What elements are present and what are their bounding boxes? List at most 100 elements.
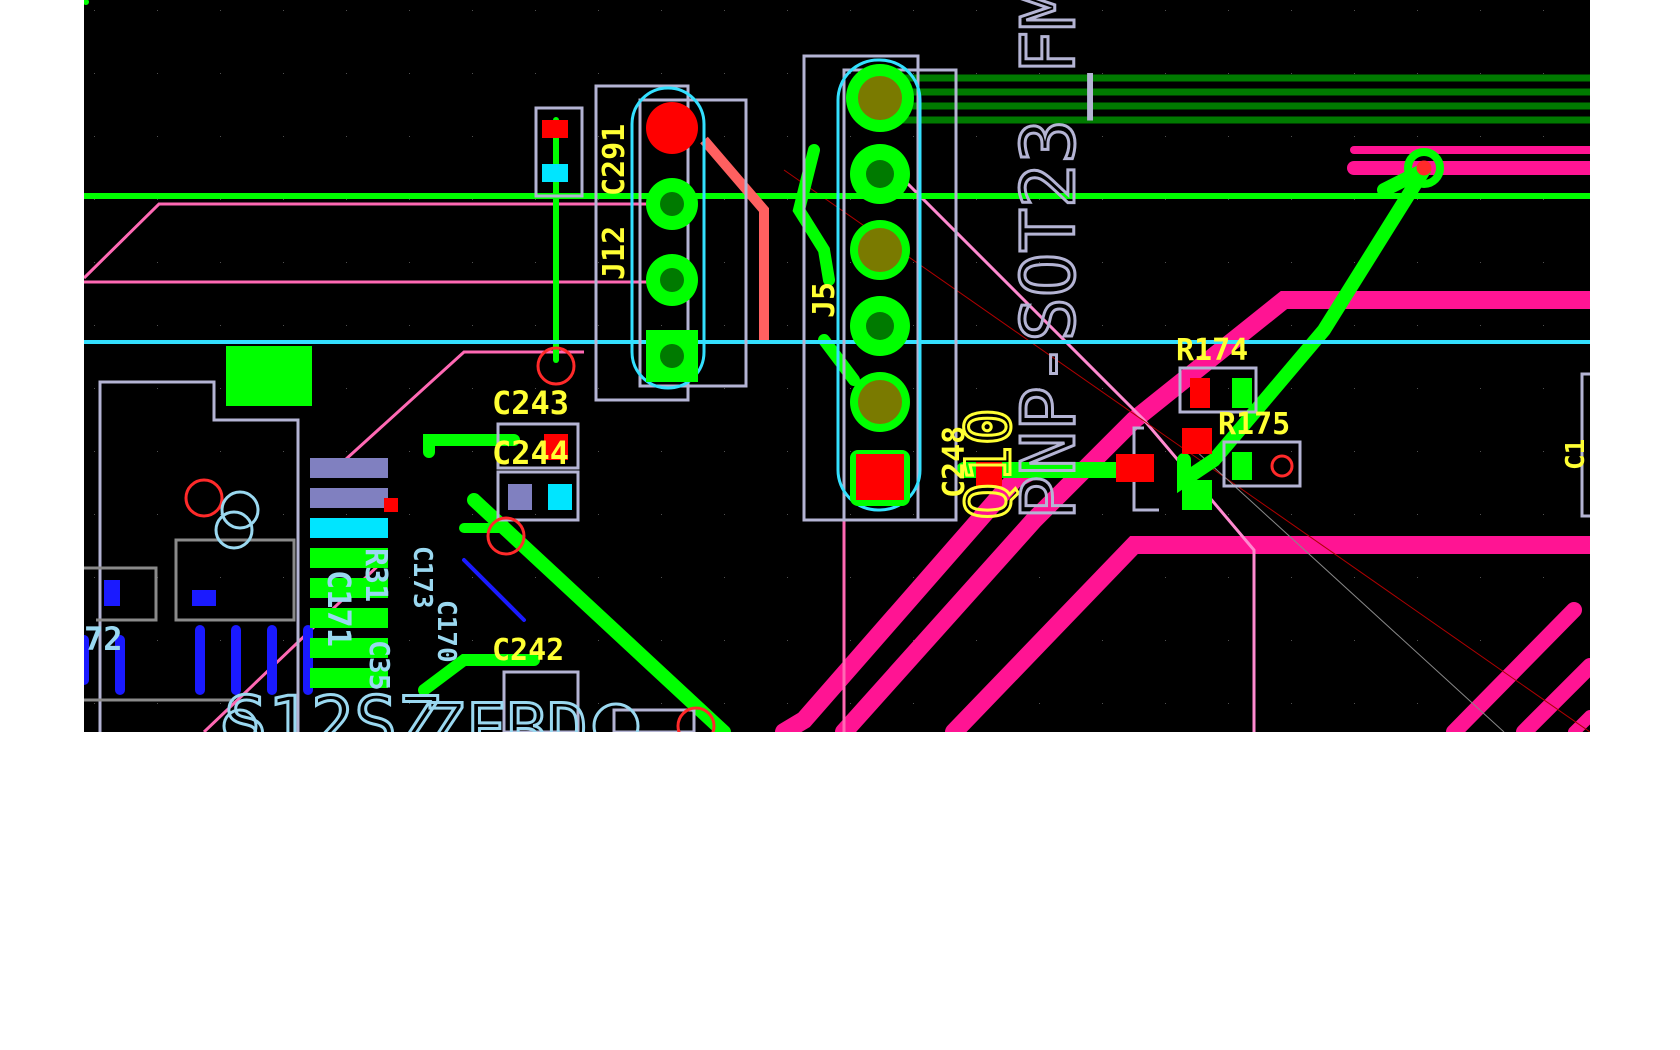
grid-dot: [1354, 451, 1355, 452]
j5-connector: [836, 58, 922, 512]
bottom-silk-outlines: [84, 538, 296, 702]
label-footprint: PNP-SOT23_FMM: [1006, 0, 1092, 520]
red-trace: [700, 136, 769, 340]
label-c170: C170: [431, 600, 461, 663]
grid-dot: [535, 451, 536, 452]
label-c244: C244: [492, 434, 569, 472]
grid-dot: [1165, 577, 1166, 578]
grid-dot: [913, 10, 914, 11]
grid-dot: [913, 577, 914, 578]
grid-dot: [787, 703, 788, 704]
grid-dot: [661, 10, 662, 11]
grid-dot: [1480, 136, 1481, 137]
label-c35: C35: [363, 640, 396, 691]
grid-dot: [850, 73, 851, 74]
label-j5: J5: [807, 282, 842, 318]
grid-dot: [598, 325, 599, 326]
grid-dot: [1228, 577, 1229, 578]
grid-dot: [1354, 10, 1355, 11]
grid-dot: [472, 262, 473, 263]
grid-dot: [472, 136, 473, 137]
grid-dot: [1165, 73, 1166, 74]
grid-dot: [1417, 451, 1418, 452]
grid-dot: [220, 640, 221, 641]
grid-dot: [850, 703, 851, 704]
grid-dot: [913, 136, 914, 137]
label-c173: C173: [407, 546, 437, 609]
grid-dot: [220, 73, 221, 74]
grid-dot: [409, 640, 410, 641]
empty-workspace: [0, 732, 1680, 1050]
grid-dot: [409, 199, 410, 200]
grid-dot: [346, 451, 347, 452]
grid-dot: [94, 10, 95, 11]
grid-dot: [1354, 514, 1355, 515]
grid-dot: [1417, 388, 1418, 389]
grid-dot: [913, 514, 914, 515]
grid-dot: [1039, 388, 1040, 389]
grid-dot: [1165, 451, 1166, 452]
grid-dot: [409, 73, 410, 74]
grid-dot: [1102, 388, 1103, 389]
grid-dot: [661, 73, 662, 74]
grid-dot: [1354, 640, 1355, 641]
ref-labels: C291 J12 J5 C243 C244 C242 C248 R174 R17…: [492, 124, 1590, 668]
label-r175: R175: [1218, 407, 1290, 442]
grid-dot: [850, 577, 851, 578]
grid-dot: [1354, 199, 1355, 200]
label-c243: C243: [492, 384, 569, 422]
grid-dot: [283, 577, 284, 578]
grid-dot: [220, 262, 221, 263]
grid-dot: [157, 388, 158, 389]
grid-dot: [220, 514, 221, 515]
grid-dot: [1417, 577, 1418, 578]
grid-dot: [787, 73, 788, 74]
grid-dot: [724, 640, 725, 641]
grid-dot: [661, 640, 662, 641]
grid-dot: [94, 199, 95, 200]
grid-dot: [283, 640, 284, 641]
blue-layer-traces: [84, 558, 526, 695]
grid-dot: [976, 640, 977, 641]
grid-dots: [94, 10, 1544, 704]
grid-dot: [787, 262, 788, 263]
grid-dot: [1228, 73, 1229, 74]
grid-dot: [409, 388, 410, 389]
grid-dot: [1354, 325, 1355, 326]
grid-dot: [157, 199, 158, 200]
top-copper-traces: [84, 117, 1590, 732]
grid-dot: [913, 325, 914, 326]
grid-dot: [1354, 577, 1355, 578]
grid-dot: [535, 514, 536, 515]
grid-dot: [346, 136, 347, 137]
label-j12: J12: [597, 226, 632, 280]
grid-dot: [220, 136, 221, 137]
grid-dot: [1039, 703, 1040, 704]
bottom-vias: [214, 490, 640, 732]
grid-dot: [1480, 199, 1481, 200]
label-r31: R31: [358, 548, 393, 602]
grid-dot: [94, 262, 95, 263]
grid-dot: [220, 325, 221, 326]
grid-dot: [283, 10, 284, 11]
pcb-drawing[interactable]: C291 J12 J5 C243 C244 C242 C248 R174 R17…: [84, 0, 1590, 732]
pcb-layout-canvas[interactable]: C291 J12 J5 C243 C244 C242 C248 R174 R17…: [84, 0, 1590, 732]
grid-dot: [1102, 199, 1103, 200]
grid-dot: [850, 199, 851, 200]
dark-copper-bus: [874, 74, 1590, 124]
grid-dot: [598, 640, 599, 641]
grid-dot: [976, 451, 977, 452]
grid-dot: [283, 703, 284, 704]
grid-dot: [913, 199, 914, 200]
grid-dot: [472, 640, 473, 641]
grid-dot: [787, 136, 788, 137]
grid-dot: [661, 703, 662, 704]
grid-dot: [787, 388, 788, 389]
grid-dot: [1417, 514, 1418, 515]
grid-dot: [1417, 10, 1418, 11]
grid-dot: [598, 703, 599, 704]
grid-dot: [976, 73, 977, 74]
grid-dot: [1102, 703, 1103, 704]
grid-dot: [850, 262, 851, 263]
grid-dot: [787, 199, 788, 200]
